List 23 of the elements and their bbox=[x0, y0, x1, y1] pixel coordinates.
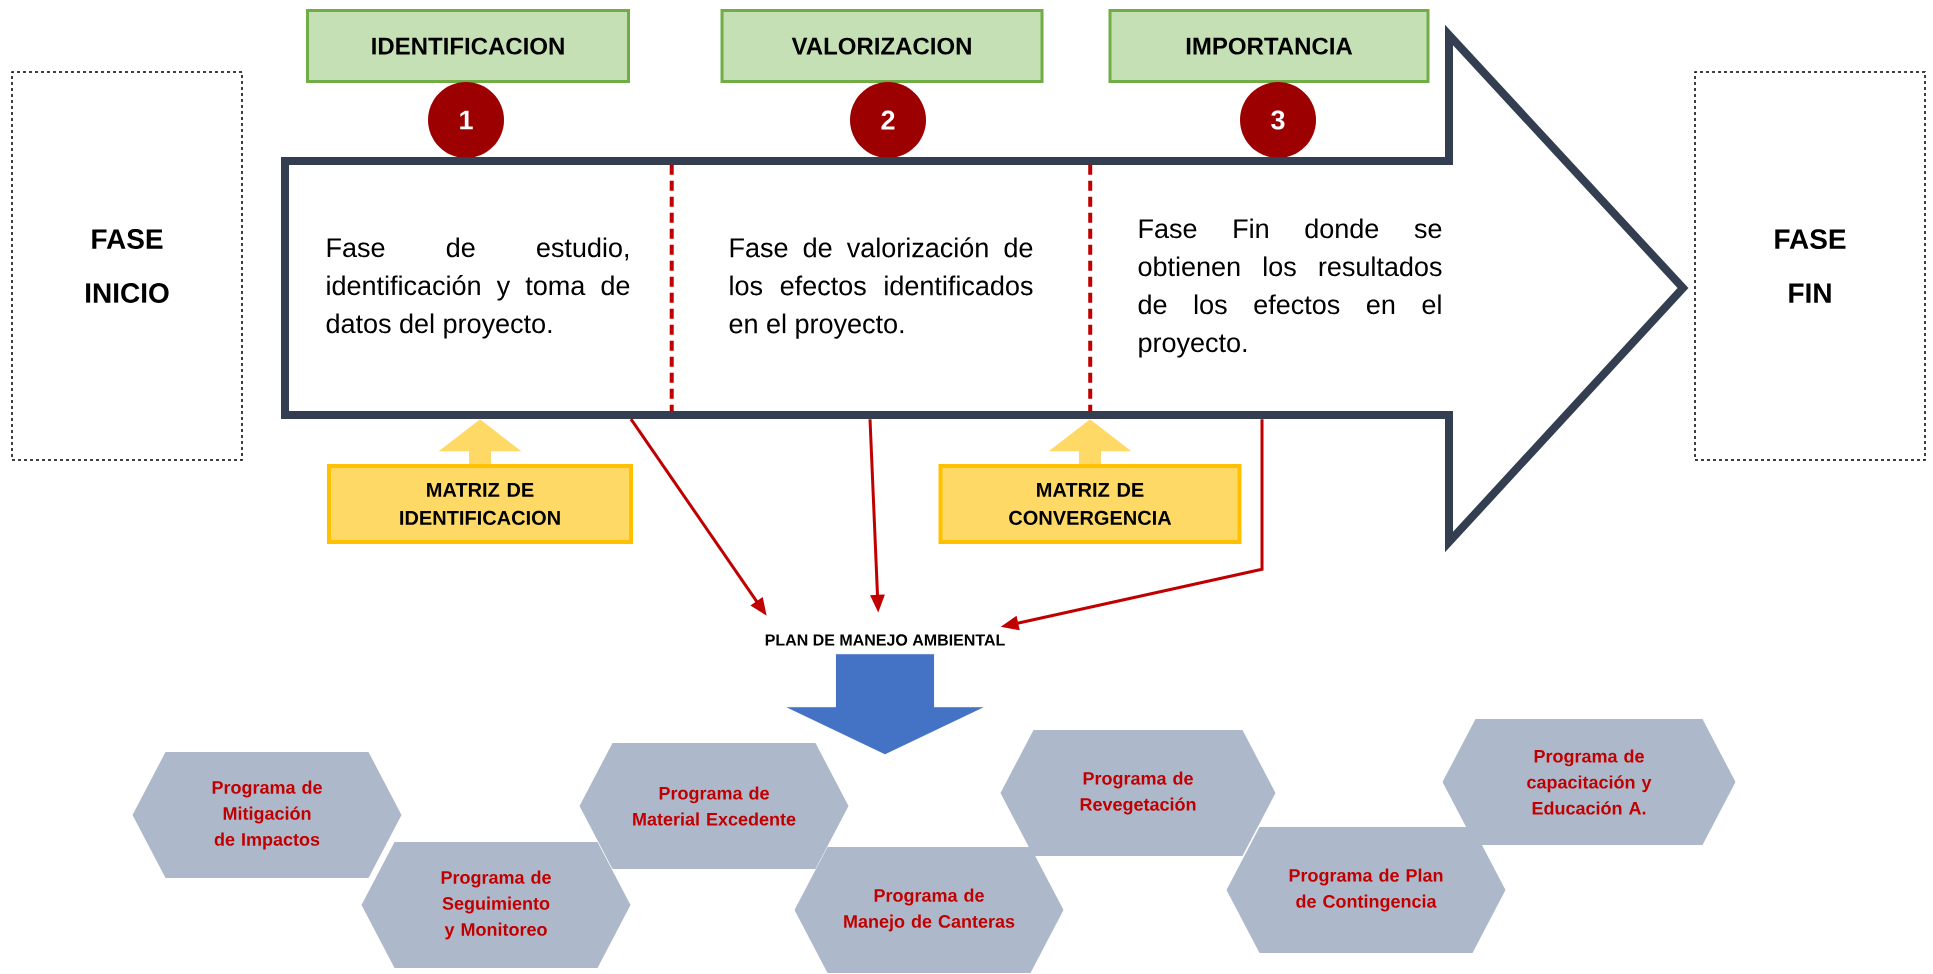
program-hexagon: Programa de Plan de Contingencia bbox=[1226, 827, 1506, 953]
step-number: 2 bbox=[850, 82, 926, 158]
program-hexagon: Programa de Mitigación de Impactos bbox=[132, 752, 402, 878]
phase-label: VALORIZACION bbox=[720, 9, 1044, 83]
block-arrow bbox=[786, 654, 984, 755]
step-number: 3 bbox=[1240, 82, 1316, 158]
program-hexagon: Programa de capacitación y Educación A. bbox=[1442, 719, 1736, 845]
plan-heading: PLAN DE MANEJO AMBIENTAL bbox=[765, 634, 1005, 646]
phase-label: IDENTIFICACION bbox=[306, 9, 630, 83]
block-arrow bbox=[281, 24, 1689, 553]
phase-description: Fase de estudio, identificación y toma de datos del proyecto. bbox=[326, 237, 630, 339]
program-hexagon: Programa de Manejo de Canteras bbox=[794, 847, 1064, 973]
phase-box: FASE FIN bbox=[1694, 71, 1926, 461]
program-hexagon: Programa de Revegetación bbox=[1000, 730, 1276, 856]
program-hexagon: Programa de Seguimiento y Monitoreo bbox=[361, 842, 631, 968]
phase-label: IMPORTANCIA bbox=[1108, 9, 1430, 83]
phase-box: FASE INICIO bbox=[11, 71, 243, 461]
program-hexagon: Programa de Material Excedente bbox=[579, 743, 849, 869]
matrix-box: MATRIZ DE CONVERGENCIA bbox=[938, 464, 1242, 544]
step-number: 1 bbox=[428, 82, 504, 158]
matrix-box: MATRIZ DE IDENTIFICACION bbox=[327, 464, 633, 544]
phase-description: Fase de valorización de los efectos identificados en el proyecto. bbox=[729, 237, 1033, 339]
phase-description: Fase Fin donde se obtienen los resultados de los efectos en el proyecto. bbox=[1138, 218, 1442, 358]
